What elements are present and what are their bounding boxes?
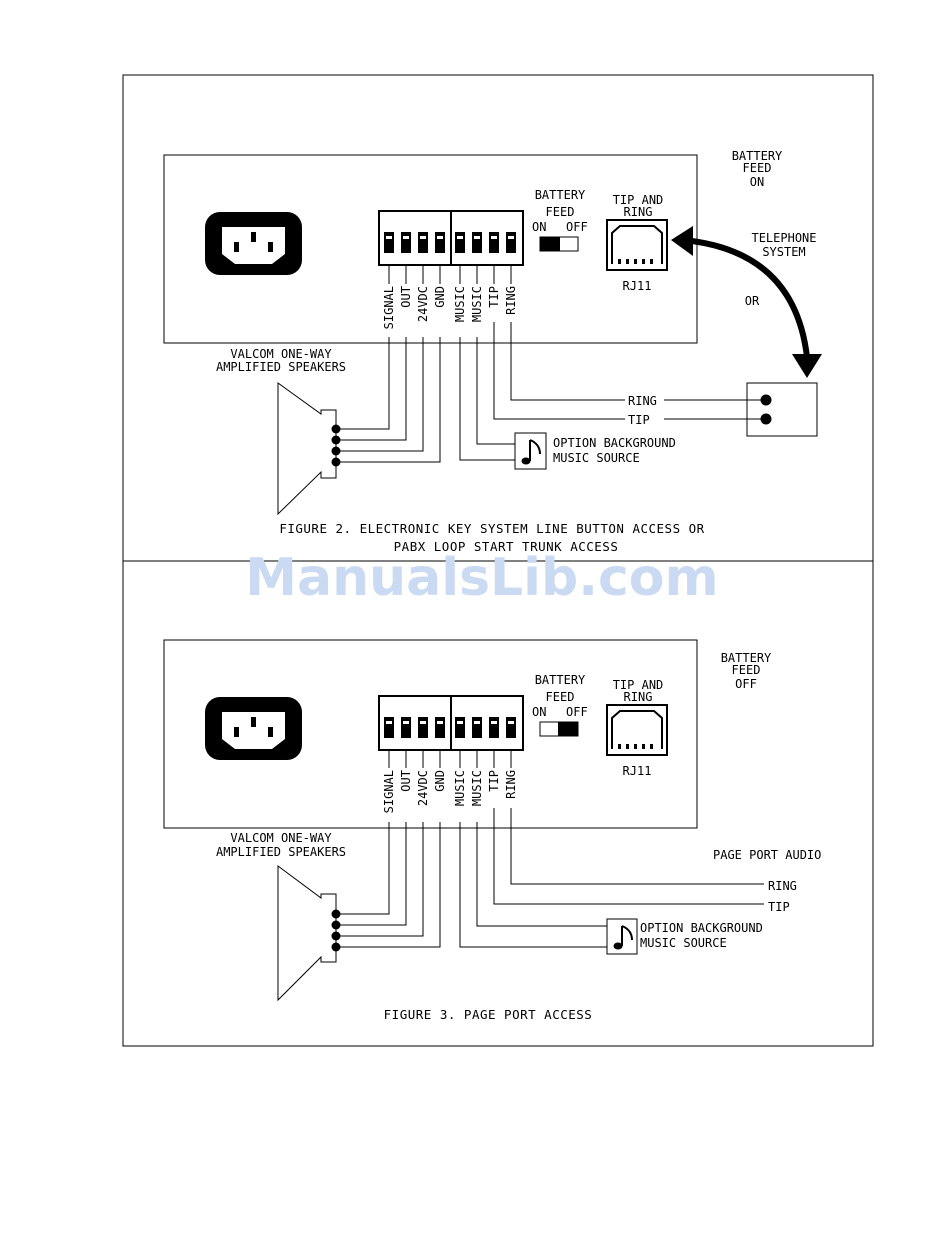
battery-switch-title: FEED [546, 690, 575, 704]
telephone-system-label: TELEPHONE [751, 231, 816, 245]
jack-title: TIP AND [613, 678, 664, 692]
terminal-block [378, 210, 524, 284]
battery-feed-note: BATTERY [721, 651, 772, 665]
jack-label: RJ11 [623, 279, 652, 293]
terminal-label: OUT [399, 770, 413, 792]
connection-arrow-icon [671, 226, 822, 378]
music-note-icon [606, 918, 638, 955]
battery-feed-note: OFF [735, 677, 757, 691]
terminal-label: MUSIC [453, 770, 467, 806]
figure-caption: PABX LOOP START TRUNK ACCESS [394, 539, 619, 554]
speaker-icon [277, 382, 341, 516]
battery-switch-icon [539, 721, 579, 737]
watermark: ManualsLib.com [245, 548, 718, 608]
tip-label: TIP [628, 413, 650, 427]
jack-title: RING [624, 205, 653, 219]
ring-label: RING [768, 879, 797, 893]
terminal-label: MUSIC [470, 770, 484, 806]
music-source-label: OPTION BACKGROUND [553, 436, 676, 450]
terminal-label: MUSIC [453, 286, 467, 322]
ring-label: RING [628, 394, 657, 408]
terminal-block [378, 695, 524, 768]
jack-title: RING [624, 690, 653, 704]
music-source-label: MUSIC SOURCE [553, 451, 640, 465]
battery-feed-note: ON [750, 175, 764, 189]
music-note-icon [514, 432, 547, 470]
figure-2: SIGNAL OUT 24VDC GND MUSIC MUSIC TIP RIN… [163, 149, 822, 554]
terminal-label: RING [504, 286, 518, 315]
or-label: OR [745, 294, 760, 308]
battery-feed-note: FEED [732, 663, 761, 677]
speakers-label: VALCOM ONE-WAY [230, 831, 332, 845]
battery-switch-title: BATTERY [535, 673, 586, 687]
terminal-label: 24VDC [416, 770, 430, 806]
tip-label: TIP [768, 900, 790, 914]
terminal-label: GND [433, 770, 447, 792]
terminal-label: GND [433, 286, 447, 308]
wiring [336, 808, 764, 948]
speakers-label: AMPLIFIED SPEAKERS [216, 360, 346, 374]
battery-feed-note: FEED [743, 161, 772, 175]
speakers-label: VALCOM ONE-WAY [230, 347, 332, 361]
battery-switch-icon [539, 236, 579, 252]
terminal-label: SIGNAL [382, 286, 396, 329]
rj11-jack-icon [606, 219, 668, 271]
speaker-icon [277, 865, 341, 1002]
battery-switch-title: FEED [546, 205, 575, 219]
music-source-label: MUSIC SOURCE [640, 936, 727, 950]
rj11-jack-icon [606, 704, 668, 756]
jack-title: TIP AND [613, 193, 664, 207]
battery-feed-note: BATTERY [732, 149, 783, 163]
battery-switch-on-label: ON [532, 705, 546, 719]
speakers-label: AMPLIFIED SPEAKERS [216, 845, 346, 859]
terminal-label: MUSIC [470, 286, 484, 322]
power-inlet-icon [205, 212, 302, 275]
terminal-label: TIP [487, 286, 501, 308]
power-inlet-icon [205, 697, 302, 760]
figure-caption: FIGURE 3. PAGE PORT ACCESS [384, 1007, 593, 1022]
terminal-label: 24VDC [416, 286, 430, 322]
music-source-label: OPTION BACKGROUND [640, 921, 763, 935]
figure-caption: FIGURE 2. ELECTRONIC KEY SYSTEM LINE BUT… [279, 521, 704, 536]
battery-switch-off-label: OFF [566, 705, 588, 719]
jack-label: RJ11 [623, 764, 652, 778]
terminal-label: SIGNAL [382, 770, 396, 813]
telephone-line-block [746, 382, 818, 437]
battery-switch-off-label: OFF [566, 220, 588, 234]
battery-switch-on-label: ON [532, 220, 546, 234]
terminal-label: RING [504, 770, 518, 799]
figure-3: SIGNAL OUT 24VDC GND MUSIC MUSIC TIP RIN… [163, 639, 821, 1022]
terminal-label: OUT [399, 286, 413, 308]
telephone-system-label: SYSTEM [762, 245, 805, 259]
device-panel [163, 639, 698, 829]
battery-switch-title: BATTERY [535, 188, 586, 202]
page-port-audio-label: PAGE PORT AUDIO [713, 848, 821, 862]
wiring [336, 322, 761, 463]
device-panel [163, 154, 698, 344]
terminal-label: TIP [487, 770, 501, 792]
